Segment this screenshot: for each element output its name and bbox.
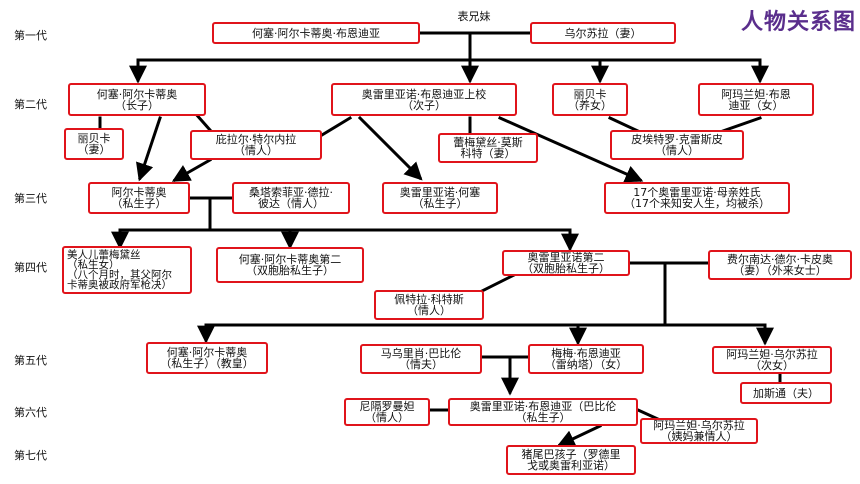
node-aureliano-segundo: 奥雷里亚诺第二 （双胞胎私生子） — [502, 250, 630, 276]
gen-label-3: 第三代 — [14, 192, 47, 205]
node-petra-cotes: 佩特拉·科特斯 （情人） — [374, 290, 484, 320]
node-jose-arcadio-5: 何塞·阿尔卡蒂奥 （私生子）（教皇） — [146, 342, 268, 374]
node-pig-tail-child: 猪尾巴孩子（罗德里 戈或奥雷利亚诺） — [506, 445, 636, 475]
link-aureliano-pilar — [319, 115, 353, 138]
node-mauricio: 马乌里肖·巴比伦 （情夫） — [360, 344, 482, 374]
node-fernanda: 费尔南达·德尔·卡皮奥 （妻）（外来女士） — [708, 250, 852, 280]
gen-label-1: 第一代 — [14, 29, 47, 42]
node-pilar: 庇拉尔·特尔内拉 （情人） — [190, 130, 322, 160]
node-jose-arcadio: 何塞·阿尔卡蒂奥 （长子） — [68, 83, 206, 116]
node-arcadio: 阿尔卡蒂奥 （私生子） — [88, 182, 190, 214]
node-jose-arcadio-buendia: 何塞·阿尔卡蒂奥·布恩迪亚 — [212, 22, 420, 44]
gen-label-4: 第四代 — [14, 261, 47, 274]
link-rebeca-pietro — [608, 116, 642, 134]
node-aureliano-babilonia: 奥雷里亚诺·布恩迪亚（巴比伦 （私生子） — [448, 398, 638, 426]
node-meme: 梅梅·布恩迪亚 （雷纳塔）（女） — [528, 344, 644, 374]
node-remedios-beauty: 美人儿蕾梅黛丝 （私生女） （八个月时，其父阿尔 卡蒂奥被政府军枪决） — [62, 246, 192, 294]
node-gaston: 加斯通（夫） — [740, 382, 832, 404]
cousin-label: 表兄妹 — [457, 10, 491, 23]
node-jose-arcadio-segundo: 何塞·阿尔卡蒂奥第二 （双胞胎私生子） — [216, 247, 364, 283]
node-santa-sofia: 桑塔索菲亚·德拉· 彼达（情人） — [232, 182, 350, 214]
node-amaranta-ursula-lover: 阿玛兰妲·乌尔苏拉 （姨妈兼情人） — [640, 418, 758, 444]
node-nigromanta: 尼隔罗曼妲 （情人） — [344, 398, 430, 426]
chart-title: 人物关系图 — [740, 10, 856, 35]
node-rebeca: 丽贝卡 （养女） — [552, 83, 628, 116]
gen-label-7: 第七代 — [14, 449, 47, 462]
gen-label-6: 第六代 — [14, 406, 47, 419]
node-amaranta-ursula: 阿玛兰妲·乌尔苏拉 （次女） — [712, 346, 832, 374]
node-aureliano-jose: 奥雷里亚诺·何塞 （私生子） — [382, 182, 498, 214]
gen-label-2: 第二代 — [14, 98, 47, 111]
link-amaranta-pietro — [718, 116, 762, 134]
node-ursula: 乌尔苏拉（妻） — [530, 22, 676, 44]
node-remedios-moscote: 蕾梅黛丝·莫斯 科特（妻） — [438, 133, 538, 163]
node-rebeca-wife: 丽贝卡 （妻） — [64, 128, 124, 160]
node-amaranta: 阿玛兰妲·布恩 迪亚（女） — [698, 83, 814, 116]
node-pietro-crespi: 皮埃特罗·克雷斯皮 （情人） — [610, 130, 744, 160]
node-colonel-aureliano: 奥雷里亚诺·布恩迪亚上校 （次子） — [331, 83, 517, 116]
node-seventeen-aurelianos: 17个奥雷里亚诺·母亲姓氏 （17个来知安人生，均被杀） — [604, 182, 790, 214]
gen-label-5: 第五代 — [14, 354, 47, 367]
